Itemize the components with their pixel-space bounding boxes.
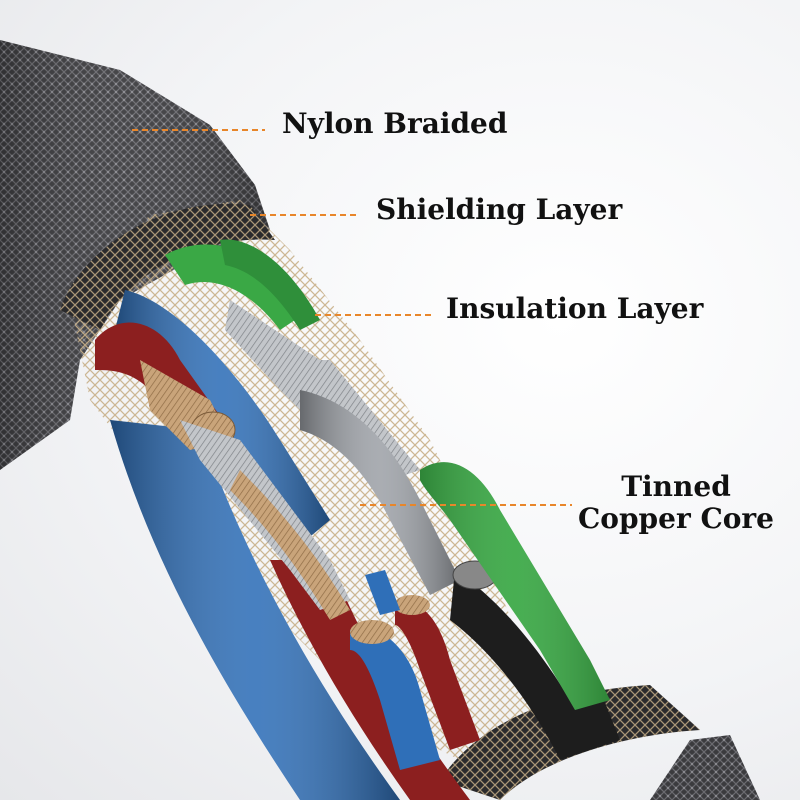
label-tinned-line1: Tinned	[621, 470, 731, 503]
green-wire-lower	[420, 462, 610, 710]
blue-wire-tip	[365, 570, 400, 615]
label-shielding-layer: Shielding Layer	[376, 193, 623, 226]
label-tinned-line2: Copper Core	[578, 502, 774, 536]
tinned-core-middle	[180, 420, 350, 620]
gray-wire	[300, 390, 460, 595]
label-insulation-layer: Insulation Layer	[446, 292, 704, 325]
blue-wire-long	[110, 420, 400, 800]
red-wire-short	[394, 595, 480, 750]
nylon-braided-jacket-end	[650, 735, 760, 800]
label-nylon-braided: Nylon Braided	[282, 107, 508, 140]
green-wire-upper	[165, 239, 320, 330]
blue-wire-short	[350, 620, 440, 770]
label-tinned-copper-core: Tinned Copper Core	[572, 470, 780, 536]
